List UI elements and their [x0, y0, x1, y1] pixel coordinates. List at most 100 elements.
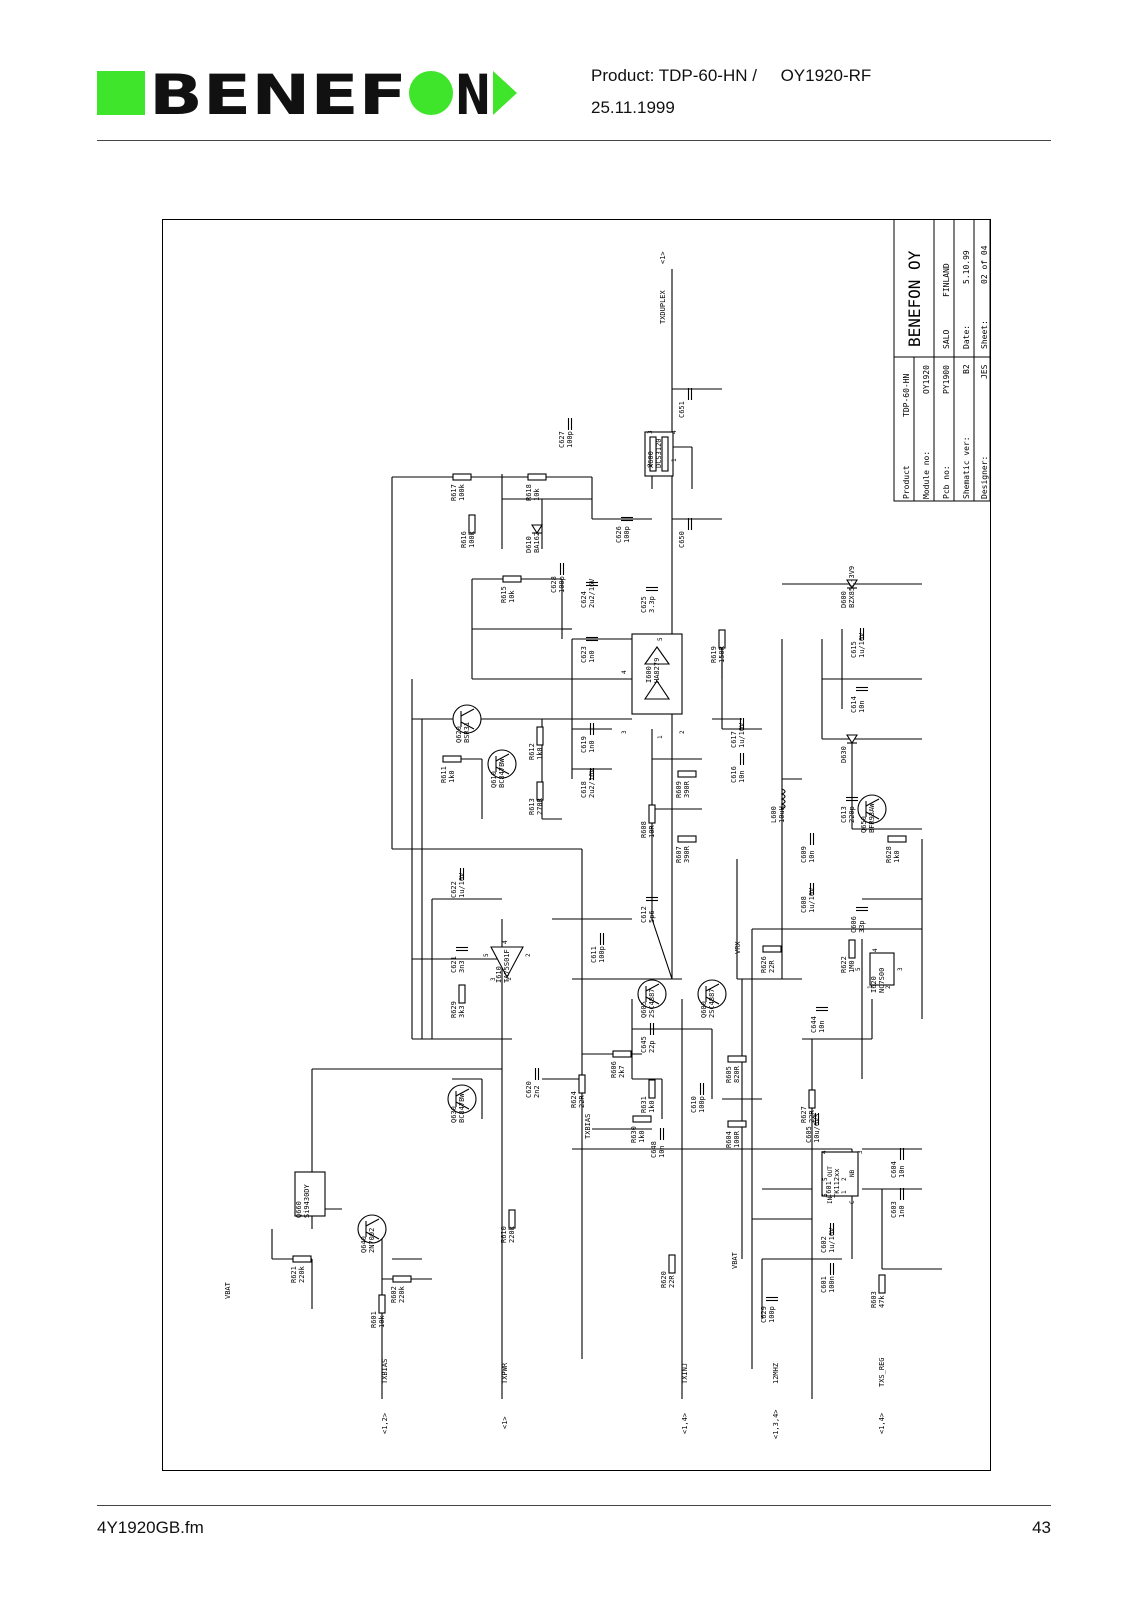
value-r628: 1k0 [893, 850, 901, 863]
ref-c624: C624 [580, 591, 588, 608]
ref-r631: R631 [640, 1096, 648, 1113]
ref-q640: Q640 [360, 1236, 368, 1253]
component-r611 [442, 755, 462, 763]
ref-r627: R627 [800, 1106, 808, 1123]
header-date: 25.11.1999 [591, 98, 675, 117]
value-r606: 2k7 [618, 1065, 626, 1078]
pin-i601-nb: NB [849, 1169, 856, 1177]
component-r612 [536, 726, 544, 746]
component-c629 [766, 1296, 778, 1302]
ref-c648: C648 [650, 1141, 658, 1158]
value-r602: 220k [398, 1285, 406, 1303]
value-i600: HA8279 [653, 658, 661, 683]
pin-x600-p1: 1 [671, 458, 678, 462]
svg-text:N: N [455, 68, 491, 118]
ref-i600: I600 [645, 666, 653, 683]
value-d600: BZX85C-3V9 [848, 566, 856, 608]
ref-clk: <1,3,4> [772, 1409, 780, 1439]
component-c612 [646, 896, 658, 902]
value-r603: 47k [878, 1295, 886, 1308]
pin-x600-p4: 4 [671, 430, 678, 434]
component-c616 [739, 753, 745, 765]
component-r602 [392, 1275, 412, 1283]
component-c623 [586, 636, 598, 642]
net-txinj: TXINJ [681, 1363, 689, 1384]
component-d610 [531, 524, 543, 535]
value-c610: 100p [698, 1096, 706, 1113]
ref-r622: R622 [840, 956, 848, 973]
ref-r610: R610 [500, 1226, 508, 1243]
ref-c626: C626 [615, 526, 623, 543]
component-r604 [727, 1120, 747, 1128]
value-r608: 10R [648, 825, 656, 838]
component-r606 [612, 1050, 632, 1058]
component-c627 [567, 418, 573, 430]
ref-c617: C617 [730, 731, 738, 748]
component-c601 [829, 1263, 835, 1275]
component-r601 [378, 1294, 386, 1314]
tb-module-label: Module no: [922, 451, 931, 499]
net-vrx: VRX [734, 941, 742, 954]
header-rule [97, 140, 1051, 141]
ref-c604: C604 [890, 1161, 898, 1178]
ref-r609: R609 [675, 781, 683, 798]
value-r620: 22R [668, 1275, 676, 1288]
net-clk: 12MHZ [772, 1363, 780, 1384]
component-i600 [631, 633, 683, 715]
value-c622: 1u/10V [458, 872, 466, 898]
component-r617 [452, 473, 472, 481]
value-r631: 1k0 [648, 1100, 656, 1113]
ref-c623: C623 [580, 646, 588, 663]
component-q630 [447, 1084, 477, 1114]
value-c613: 220p [848, 806, 856, 823]
pin-i600-p3: 3 [621, 730, 628, 734]
component-i620 [869, 952, 895, 986]
component-r621 [292, 1255, 312, 1263]
component-r607 [677, 835, 697, 843]
ref-txs-reg: <1,4> [878, 1413, 886, 1434]
value-c619: 1n0 [588, 740, 596, 753]
value-r622: 1M0 [848, 960, 856, 973]
component-r624 [578, 1074, 586, 1094]
component-c605 [814, 1113, 820, 1125]
footer-filename: 4Y1920GB.fm [97, 1518, 204, 1537]
value-r618: 10k [533, 488, 541, 501]
ref-c628: C628 [550, 576, 558, 593]
component-c625 [646, 586, 658, 592]
ref-c619: C619 [580, 736, 588, 753]
value-c623: 1n0 [588, 650, 596, 663]
ref-r604: R604 [725, 1131, 733, 1148]
pin-x600-p2: 2 [647, 463, 654, 467]
value-c629: 100p [768, 1306, 776, 1323]
ref-d610: D610 [525, 536, 533, 553]
net-labels: TXDUPLEX <1> TXBIAS <1,2> TXPWR <1> TXIN… [224, 251, 886, 1439]
ref-r621: R621 [290, 1266, 298, 1283]
component-c602 [829, 1223, 835, 1235]
pin-i601-p1: 1 [841, 1190, 848, 1194]
component-r610 [508, 1209, 516, 1229]
tb-city: SALO [942, 330, 951, 349]
component-c626 [621, 516, 633, 522]
ref-c616: C616 [730, 766, 738, 783]
component-q600 [697, 979, 727, 1009]
pin-i601-out: OUT [827, 1166, 834, 1177]
net-vbat2: VBAT [731, 1251, 739, 1269]
value-c618: 2u2/16V [588, 768, 596, 798]
ref-i620: I620 [870, 976, 878, 993]
tb-product-value: TDP-60-HN [902, 373, 911, 417]
ref-c608: C608 [800, 896, 808, 913]
component-c604 [899, 1148, 905, 1160]
ref-c622: C622 [450, 881, 458, 898]
ref-c645: C645 [640, 1036, 648, 1053]
value-c602: 1u/16V [828, 1227, 836, 1253]
component-c608 [809, 883, 815, 895]
value-c628: 100p [558, 576, 566, 593]
component-c620 [534, 1068, 540, 1080]
component-q640 [357, 1214, 387, 1244]
value-l600: 10uH [778, 806, 786, 823]
pin-i620-p3: 3 [897, 967, 904, 971]
value-c612: 5p6 [648, 910, 656, 923]
tb-sheet-label: Sheet: [980, 320, 989, 349]
